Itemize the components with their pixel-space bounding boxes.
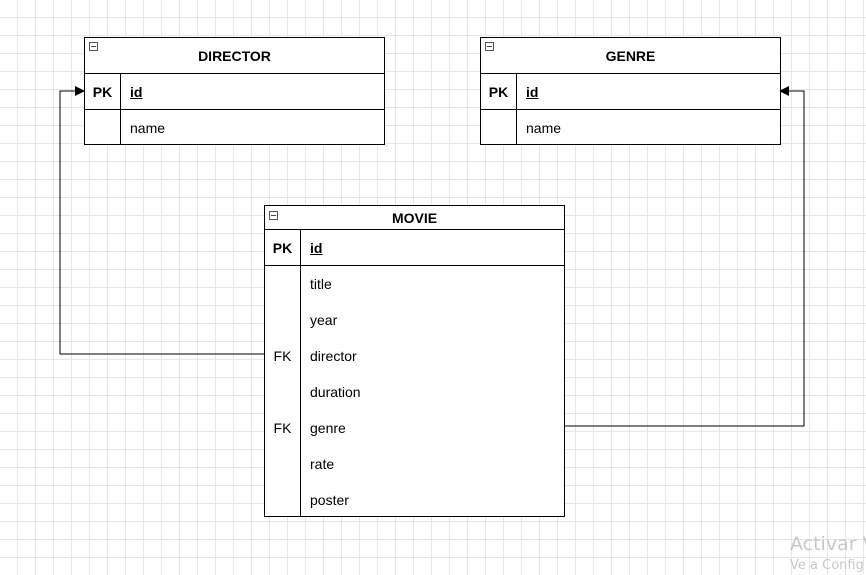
movie-field-name: director <box>310 348 357 364</box>
movie-field-row[interactable]: FK genre <box>265 410 564 446</box>
genre-field-row[interactable]: name <box>481 110 780 145</box>
genre-entity-header[interactable]: GENRE <box>481 38 780 74</box>
pk-label: PK <box>85 74 121 109</box>
director-field-row[interactable]: name <box>85 110 384 145</box>
movie-entity-header[interactable]: MOVIE <box>265 206 564 230</box>
movie-field-name: genre <box>310 420 346 436</box>
movie-field-row[interactable]: FK director <box>265 338 564 374</box>
key-label <box>265 482 301 517</box>
movie-field-row[interactable]: title <box>265 266 564 302</box>
key-label <box>265 266 301 302</box>
movie-field-name: year <box>310 312 338 328</box>
movie-field-row[interactable]: duration <box>265 374 564 410</box>
genre-entity[interactable]: GENRE PK id name <box>480 37 781 145</box>
movie-entity-title: MOVIE <box>391 209 438 226</box>
movie-field-row[interactable]: year <box>265 302 564 338</box>
collapse-icon[interactable] <box>485 42 494 51</box>
activation-watermark-title: Activar V <box>790 533 866 555</box>
pk-label: PK <box>481 74 517 109</box>
director-entity[interactable]: DIRECTOR PK id name <box>84 37 385 145</box>
movie-field-name: title <box>310 276 332 292</box>
collapse-icon[interactable] <box>269 211 278 220</box>
key-label <box>265 302 301 338</box>
director-field-name: name <box>130 119 166 136</box>
genre-pk-field: id <box>526 83 539 100</box>
key-label <box>85 110 121 145</box>
key-label <box>481 110 517 145</box>
pk-label: PK <box>265 230 301 265</box>
genre-entity-title: GENRE <box>605 47 656 64</box>
director-pk-row[interactable]: PK id <box>85 74 384 110</box>
collapse-icon[interactable] <box>89 42 98 51</box>
movie-field-row[interactable]: poster <box>265 482 564 517</box>
fk-label: FK <box>265 338 301 374</box>
movie-entity[interactable]: MOVIE PK id title year FK director durat… <box>264 205 565 517</box>
genre-field-name: name <box>526 119 562 136</box>
movie-field-row[interactable]: rate <box>265 446 564 482</box>
director-pk-field: id <box>130 83 143 100</box>
key-label <box>265 446 301 482</box>
key-label <box>265 374 301 410</box>
movie-field-name: duration <box>310 384 361 400</box>
movie-field-name: rate <box>310 456 335 472</box>
activation-watermark-subtitle: Ve a Config <box>790 558 864 573</box>
movie-pk-field: id <box>310 239 323 256</box>
movie-pk-row[interactable]: PK id <box>265 230 564 266</box>
fk-label: FK <box>265 410 301 446</box>
director-entity-title: DIRECTOR <box>198 47 271 64</box>
director-entity-header[interactable]: DIRECTOR <box>85 38 384 74</box>
genre-pk-row[interactable]: PK id <box>481 74 780 110</box>
movie-field-name: poster <box>310 491 349 508</box>
